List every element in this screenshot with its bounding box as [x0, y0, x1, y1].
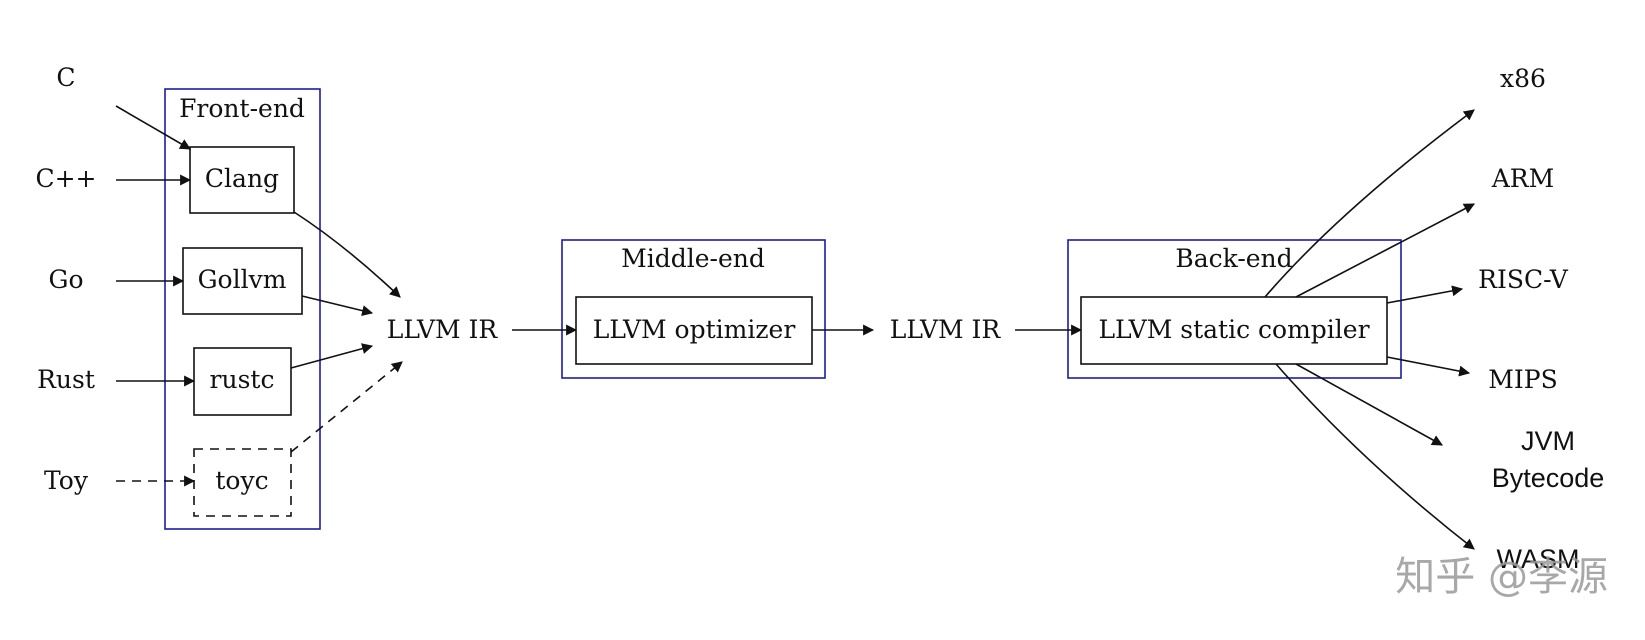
target-jvm-label-line1: JVM [1521, 426, 1575, 456]
edge-compiler-to-mips [1386, 356, 1471, 377]
source-go-label: Go [48, 265, 83, 294]
edge-c-to-clang [115, 105, 191, 150]
source-c-label: C [56, 63, 75, 92]
target-arm-label: ARM [1491, 164, 1554, 193]
gollvm-label: Gollvm [198, 265, 287, 294]
source-rust-label: Rust [37, 365, 95, 394]
target-mips-label: MIPS [1488, 365, 1557, 394]
source-cpp-label: C++ [35, 164, 96, 193]
target-wasm-label: WASM [1497, 544, 1580, 574]
target-riscv-label: RISC-V [1478, 265, 1569, 294]
frontend-title: Front-end [179, 94, 305, 123]
edge-compiler-to-wasm [1275, 363, 1475, 550]
llvm-ir-label-1: LLVM IR [387, 315, 499, 344]
static-compiler-label: LLVM static compiler [1098, 315, 1369, 344]
llvm-ir-label-2: LLVM IR [890, 315, 1002, 344]
edge-compiler-to-arm [1295, 203, 1475, 298]
edge-compiler-to-jvm [1295, 363, 1443, 446]
optimizer-label: LLVM optimizer [593, 315, 796, 344]
edge-compiler-to-x86 [1264, 109, 1475, 298]
toyc-label: toyc [215, 466, 268, 495]
edge-gollvm-to-ir [301, 295, 374, 317]
edge-compiler-to-riscv [1386, 285, 1464, 304]
edge-rustc-to-ir [290, 343, 374, 369]
source-toy-label: Toy [44, 466, 89, 495]
middleend-cluster [561, 239, 826, 379]
backend-title: Back-end [1175, 244, 1292, 273]
clang-label: Clang [205, 164, 279, 193]
middleend-title: Middle-end [621, 244, 765, 273]
frontend-cluster [164, 88, 321, 530]
rustc-label: rustc [210, 365, 275, 394]
edge-toyc-to-ir [290, 361, 403, 453]
watermark-text: 知乎 @李源 [1395, 554, 1608, 600]
backend-cluster [1067, 239, 1402, 379]
edge-clang-to-ir [293, 211, 401, 298]
target-x86-label: x86 [1500, 64, 1546, 93]
target-jvm-label-line2: Bytecode [1492, 463, 1605, 493]
